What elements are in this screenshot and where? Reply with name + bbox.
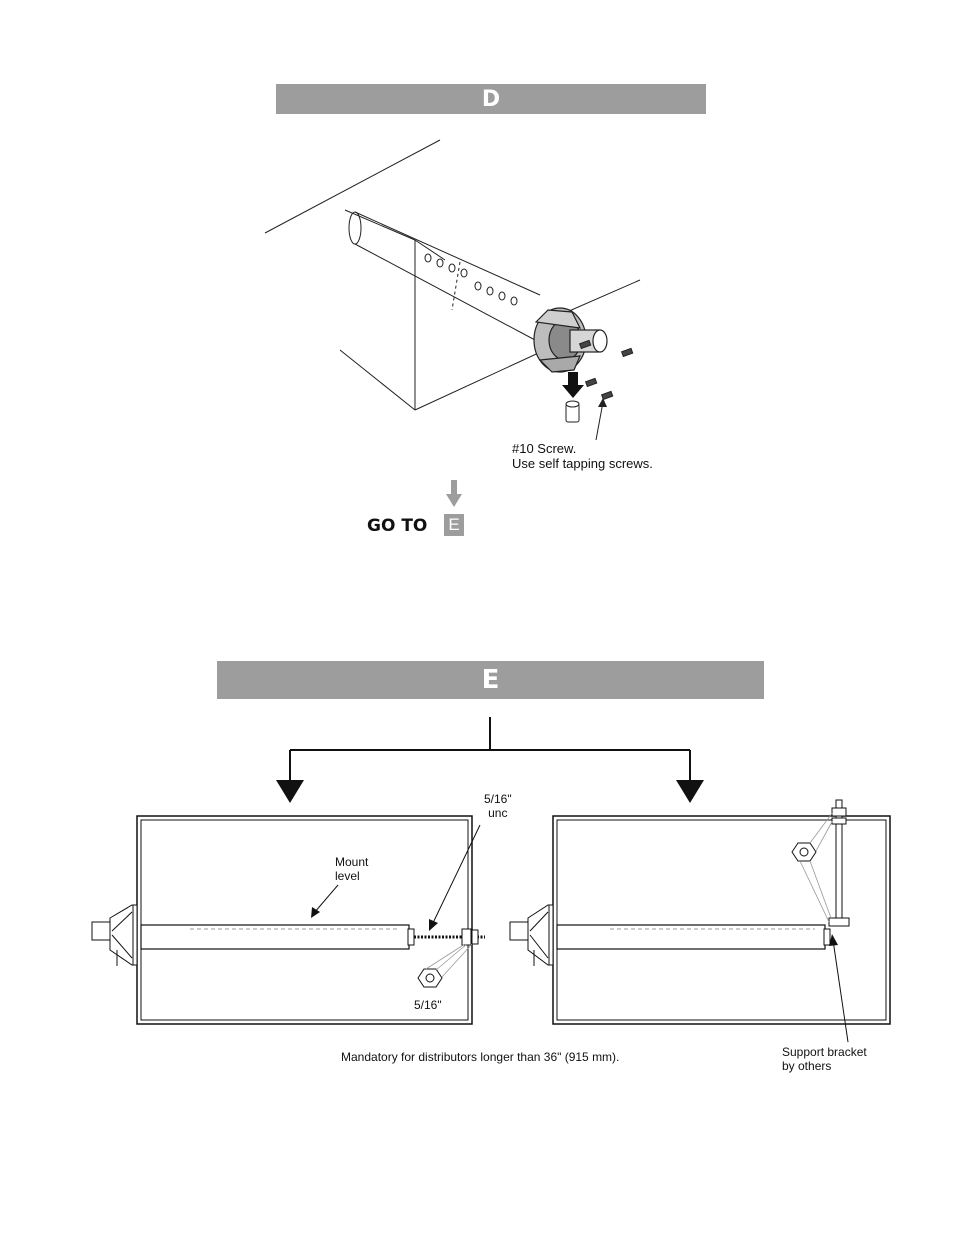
section-e-header: E bbox=[217, 661, 764, 699]
distributor-install-illustration bbox=[264, 139, 641, 441]
mount-level-label: Mount level bbox=[335, 855, 368, 883]
mount-level-line1: Mount bbox=[335, 855, 369, 869]
support-bracket-line2: by others bbox=[782, 1059, 832, 1073]
branch-arrows bbox=[276, 717, 704, 803]
mandatory-footnote: Mandatory for distributors longer than 3… bbox=[341, 1050, 620, 1064]
rod-thread-line2: unc bbox=[488, 806, 508, 820]
screw-label-line2: Use self tapping screws. bbox=[512, 456, 653, 471]
rod-thread-line1: 5/16" bbox=[484, 792, 512, 806]
goto-down-arrow-icon bbox=[446, 480, 462, 507]
rod-thread-label: 5/16" unc bbox=[484, 792, 512, 820]
screw-label-line1: #10 Screw. bbox=[512, 441, 577, 456]
nut-size-label: 5/16" bbox=[414, 998, 442, 1012]
left-mount-diagram bbox=[91, 815, 485, 1025]
mount-level-line2: level bbox=[335, 869, 360, 883]
support-bracket-label: Support bracket by others bbox=[782, 1045, 867, 1073]
section-d-title: D bbox=[481, 86, 501, 112]
goto-label: GO TO bbox=[367, 516, 428, 536]
section-d-header: D bbox=[276, 84, 706, 114]
goto-target-link[interactable]: E bbox=[444, 514, 464, 536]
support-bracket-line1: Support bracket bbox=[782, 1045, 867, 1059]
right-mount-diagram bbox=[509, 799, 891, 1043]
screw-label: #10 Screw. Use self tapping screws. bbox=[512, 441, 653, 471]
section-e-title: E bbox=[481, 665, 500, 695]
